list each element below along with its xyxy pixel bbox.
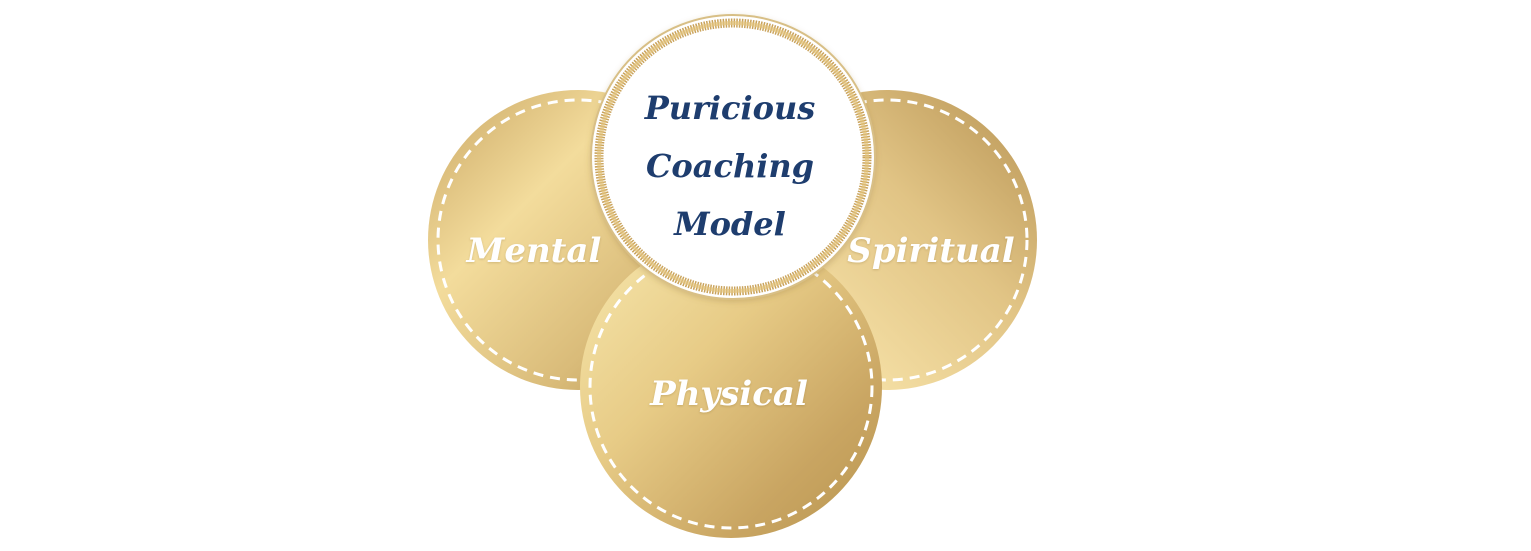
center-circle — [590, 14, 876, 300]
physical-label: Physical — [650, 374, 808, 414]
center-title-line-1: Puricious — [644, 89, 816, 127]
center-title: Puricious Coaching Model — [645, 79, 816, 253]
spiritual-label: Spiritual — [847, 231, 1015, 271]
center-title-line-2: Coaching — [645, 147, 815, 185]
center-title-line-3: Model — [674, 205, 786, 243]
mental-label: Mental — [466, 231, 602, 271]
